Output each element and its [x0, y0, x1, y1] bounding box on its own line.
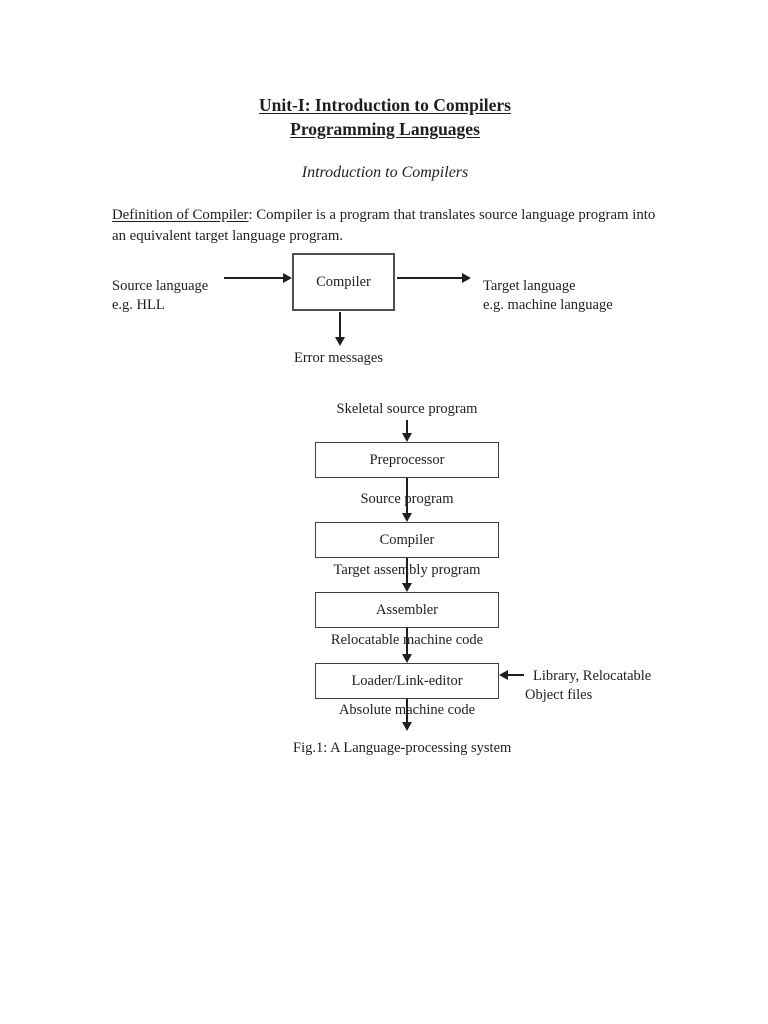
definition-text: : Compiler is a program that translates … — [112, 207, 656, 244]
arrow-error-line — [339, 312, 341, 338]
side-arrowhead-icon — [499, 670, 508, 680]
diagram1-input-label: Source language e.g. HLL — [112, 278, 209, 313]
section-heading: Introduction to Compilers — [301, 164, 469, 181]
flow-line-3 — [406, 558, 408, 584]
side-label-line-2: Object files — [525, 687, 593, 703]
side-arrow-line — [508, 674, 524, 676]
title-line-1: Unit-I: Introduction to Compilers — [259, 95, 511, 115]
figure-caption: Fig.1: A Language-processing system — [293, 740, 512, 756]
diagram1-output-label: Target language e.g. machine language — [483, 278, 613, 313]
flow-arrowhead-5-icon — [402, 722, 412, 731]
arrow-output-head-icon — [462, 273, 471, 283]
edge-label-target-assembly: Target assembly program — [333, 562, 481, 578]
page-title: Unit-I: Introduction to Compilers Progra… — [112, 93, 658, 141]
flow-line-5 — [406, 699, 408, 723]
flow-arrowhead-1-icon — [402, 433, 412, 442]
diagram2-preprocessor-box: Preprocessor — [315, 442, 499, 478]
definition-paragraph: Definition of Compiler: Compiler is a pr… — [112, 205, 658, 246]
arrow-input-line — [224, 277, 284, 279]
diagram2-loader-box: Loader/Link-editor — [315, 663, 499, 699]
arrow-output-line — [397, 277, 463, 279]
edge-label-source-program: Source program — [360, 491, 454, 507]
diagram1-compiler-box: Compiler — [292, 253, 395, 311]
flow-line-1 — [406, 420, 408, 434]
flow-arrowhead-4-icon — [402, 654, 412, 663]
arrow-error-head-icon — [335, 337, 345, 346]
flow-line-4 — [406, 628, 408, 655]
definition-term: Definition of Compiler — [112, 207, 249, 223]
diagram1-error-label: Error messages — [294, 350, 383, 366]
diagram2-top-label: Skeletal source program — [336, 401, 478, 417]
arrow-input-head-icon — [283, 273, 292, 283]
flow-arrowhead-3-icon — [402, 583, 412, 592]
flow-line-2 — [406, 478, 408, 514]
edge-label-absolute-code: Absolute machine code — [338, 702, 476, 718]
flow-arrowhead-2-icon — [402, 513, 412, 522]
edge-label-relocatable-code: Relocatable machine code — [330, 632, 484, 648]
diagram2-compiler-box: Compiler — [315, 522, 499, 558]
diagram2-assembler-box: Assembler — [315, 592, 499, 628]
side-label-line-1: Library, Relocatable — [533, 668, 652, 684]
title-line-2: Programming Languages — [290, 119, 480, 139]
